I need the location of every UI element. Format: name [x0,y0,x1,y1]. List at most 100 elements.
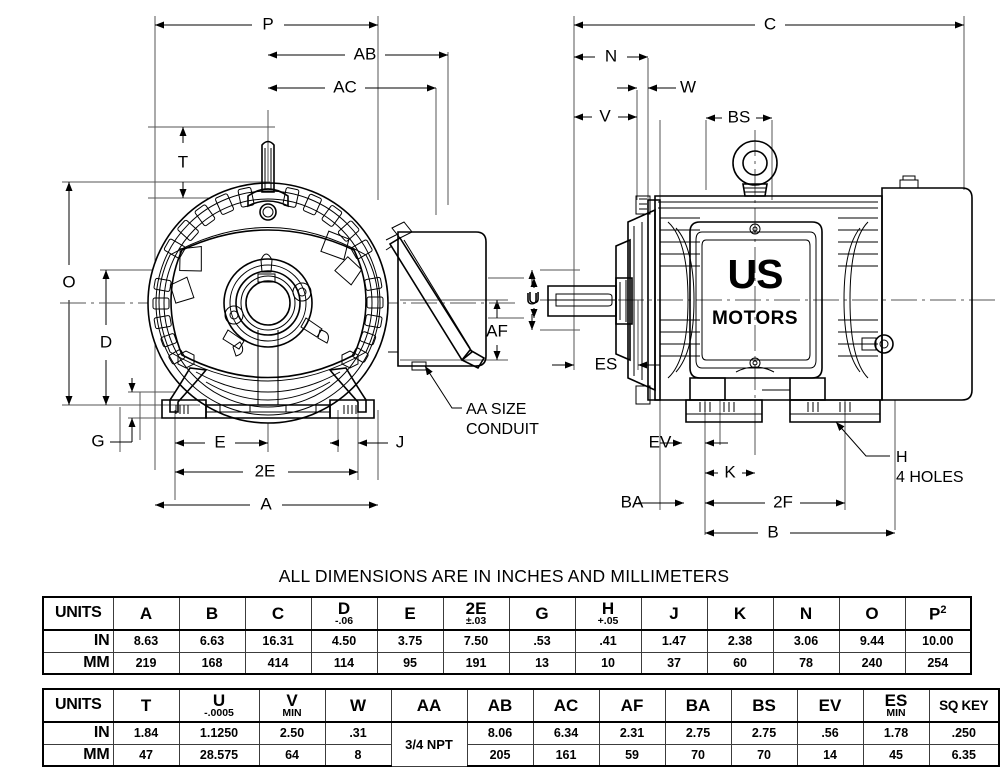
table2-header-AA: AA [390,688,468,723]
table1-cell-mm-P: 254 [904,651,973,675]
table2-cell-in-BS: 2.75 [730,721,798,745]
table2-cell-mm-AC: 161 [532,743,600,767]
table2-cell-mm-U: 28.575 [178,743,260,767]
dim-label-O: O [62,272,75,291]
page-title: ALL DIMENSIONS ARE IN INCHES AND MILLIME… [278,566,730,586]
dimension-C: C [574,14,964,33]
table1-cell-in-N: 3.06 [772,629,840,653]
motor-side-body [547,140,973,423]
table2-row-in-label: IN [83,721,114,745]
table1-cell-in-J: 1.47 [640,629,708,653]
table2-header-U: U-.0005 [178,688,260,723]
table2-cell-in-W: .31 [324,721,392,745]
table2-cell-in-EV: .56 [796,721,864,745]
table2-header-T: T [112,688,180,723]
table1-header-row: UNITS A B C D-.06 E 2E±.03 G H+.05 J K N… [41,596,973,631]
table2-cell-in-V: 2.50 [258,721,326,745]
dim-label-A: A [260,494,272,513]
table1-header-C: C [244,596,312,631]
dim-label-P: P [262,14,273,33]
brand-logo-us: US [728,251,783,297]
table1-header-B: B [178,596,246,631]
table2-header-W: W [324,688,392,723]
table2-header-EV: EV [796,688,864,723]
table1-cell-in-O: 9.44 [838,629,906,653]
dimension-N: N [574,46,648,65]
table2-cell-in-U: 1.1250 [178,721,260,745]
dim-label-ES: ES [595,354,618,373]
table1-cell-in-C: 16.31 [244,629,312,653]
table1-cell-in-A: 8.63 [112,629,180,653]
side-view-group: C N W V [526,14,1000,541]
table1-row-in: IN 8.63 6.63 16.31 4.50 3.75 7.50 .53 .4… [42,629,973,653]
table2-row-in-spacer [42,721,83,745]
table2-header-AF: AF [598,688,666,723]
dim-label-EV: EV [649,432,672,451]
dimension-U-side: U [526,270,538,330]
table2-cell-in-BA: 2.75 [664,721,732,745]
dim-label-K: K [724,462,736,481]
table1-cell-in-E: 3.75 [376,629,444,653]
table1-header-H: H+.05 [574,596,642,631]
table2-header-AB: AB [466,688,534,723]
table1-cell-in-H: .41 [574,629,642,653]
table1-cell-mm-N: 78 [772,651,840,675]
table2-cell-mm-AB: 205 [466,743,534,767]
table2-header-AC: AC [532,688,600,723]
dim-label-T: T [178,152,188,171]
table1-cell-mm-G: 13 [508,651,576,675]
table2-row-mm-label: MM [83,743,114,767]
dim-label-AF: AF [486,321,508,340]
table1-header-units: UNITS [41,596,114,631]
dim-label-2F: 2F [773,492,793,511]
table1-cell-mm-D: 114 [310,651,378,675]
table2-cell-mm-AF: 59 [598,743,666,767]
dimension-AB: AB [268,44,448,63]
dimension-ES: ES [552,354,660,373]
front-end-view-group: P AB AC T [60,14,540,513]
table2-cell-aa-merged: 3/4 NPT [390,721,468,767]
table1-header-O: O [838,596,906,631]
table1-cell-mm-H: 10 [574,651,642,675]
table2-cell-mm-BS: 70 [730,743,798,767]
table1-header-K: K [706,596,774,631]
table1-row-mm-spacer [42,651,83,675]
table1-cell-in-B: 6.63 [178,629,246,653]
table1-cell-in-G: .53 [508,629,576,653]
dim-label-N: N [605,46,617,65]
dim-label-AC: AC [333,77,357,96]
dimension-2F: 2F [705,492,845,511]
table2-row-in: IN 1.84 1.1250 2.50 .31 3/4 NPT 8.06 6.3… [42,721,1001,767]
table2-row-mm-spacer [42,743,83,767]
table1-cell-mm-E: 95 [376,651,444,675]
dim-label-C: C [764,14,776,33]
table2-cell-mm-ES: 45 [862,743,930,767]
dimension-EV: EV [649,432,728,451]
dim-label-2E: 2E [255,461,276,480]
dimension-table-primary: UNITS A B C D-.06 E 2E±.03 G H+.05 J K N… [41,596,973,675]
table2-header-BS: BS [730,688,798,723]
table1-row-in-spacer [42,629,83,653]
table1-cell-mm-2E: 191 [442,651,510,675]
table2-cell-in-AF: 2.31 [598,721,666,745]
table1-header-P: P2 [904,596,973,631]
table2-cell-in-sq-key: .250 [928,721,1001,745]
callout-aa-line2: CONDUIT [466,421,539,438]
technical-drawing-area: P AB AC T [60,14,1000,541]
table1-header-D: D-.06 [310,596,378,631]
table1-cell-mm-O: 240 [838,651,906,675]
callout-h-4-holes: H 4 HOLES [835,421,964,486]
callout-aa-line1: AA SIZE [466,401,526,418]
table2-cell-mm-sq-key: 6.35 [928,743,1001,767]
brand-logo-motors: MOTORS [712,308,798,329]
dimension-O: O [62,182,76,405]
table1-cell-in-D: 4.50 [310,629,378,653]
table1-header-N: N [772,596,840,631]
table1-cell-mm-C: 414 [244,651,312,675]
table1-cell-in-2E: 7.50 [442,629,510,653]
dim-label-V: V [599,106,611,125]
dim-label-B: B [767,522,778,541]
dim-label-D: D [100,332,112,351]
